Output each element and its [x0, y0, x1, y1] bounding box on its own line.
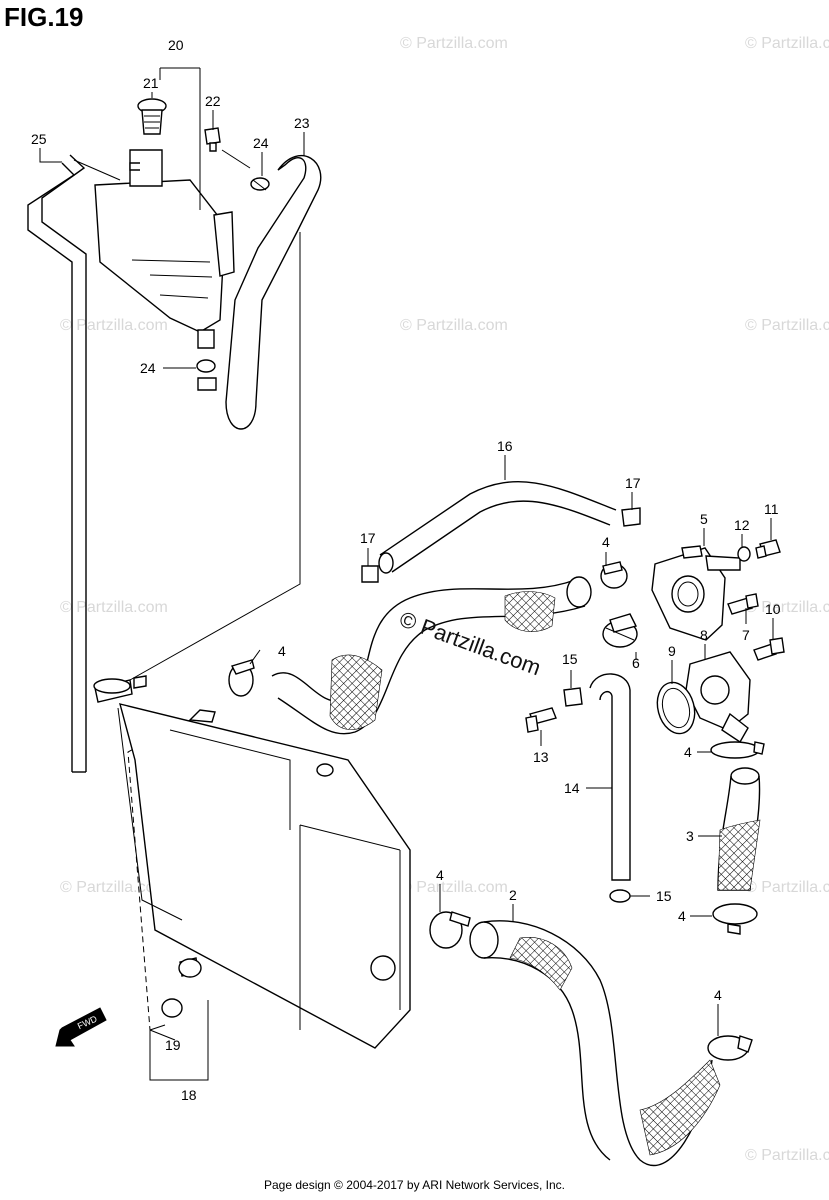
clamp-4-d	[712, 903, 758, 935]
clamp-24-upper	[250, 177, 270, 191]
reservoir-hose-23	[225, 154, 322, 430]
callout-2: 2	[509, 887, 517, 903]
callout-16: 16	[497, 438, 513, 454]
callout-4-lower: 4	[714, 987, 722, 1003]
o-ring-9	[656, 681, 696, 735]
fwd-arrow-icon: FWD	[55, 1007, 107, 1047]
thermostat-housing	[685, 651, 751, 743]
callout-12: 12	[734, 517, 750, 533]
reservoir-cap	[137, 98, 167, 135]
clamp-4-e	[429, 911, 471, 949]
callout-8: 8	[700, 627, 708, 643]
thermostat-cover	[651, 545, 741, 641]
assembly-lines	[73, 67, 411, 1041]
callout-15-lower: 15	[656, 888, 672, 904]
callout-13: 13	[533, 749, 549, 765]
clamp-4-a	[228, 659, 255, 697]
callout-24-lower: 24	[140, 360, 156, 376]
radiator	[93, 675, 411, 1049]
callout-leaders	[39, 92, 774, 1036]
clamp-4-c	[710, 741, 765, 759]
fitting-13	[525, 707, 557, 733]
watermark-text: © Partzilla.com	[400, 35, 508, 52]
page-footer: Page design © 2004-2017 by ARI Network S…	[263, 1178, 565, 1192]
callout-18: 18	[181, 1087, 197, 1103]
thermostat	[602, 613, 638, 648]
watermark-layer: © Partzilla.com © Partzilla.com © Partzi…	[60, 35, 829, 1164]
callout-11: 11	[764, 501, 779, 517]
hose-3	[717, 767, 761, 891]
upper-radiator-hose	[271, 576, 592, 735]
watermark-text: © Partzilla.com	[745, 599, 829, 616]
overflow-hose-25	[27, 154, 87, 773]
callout-4-radiator: 4	[436, 867, 444, 883]
clamp-17-right	[621, 507, 641, 527]
callout-17-right: 17	[625, 475, 641, 491]
callout-4-lower-hose3: 4	[678, 908, 686, 924]
callout-10: 10	[765, 601, 781, 617]
callout-6: 6	[632, 655, 640, 671]
reservoir-tank	[94, 149, 235, 349]
bolt-11	[755, 539, 781, 559]
watermark-text: © Partzilla.com	[400, 879, 508, 896]
clamp-4-b	[600, 561, 628, 589]
callout-15-upper: 15	[562, 651, 578, 667]
clamp-24-lower	[196, 359, 217, 391]
callout-22: 22	[205, 93, 221, 109]
watermark-text: © Partzilla.com	[400, 317, 508, 334]
callout-3: 3	[686, 828, 694, 844]
callout-21: 21	[143, 75, 159, 91]
callout-17-left: 17	[360, 530, 376, 546]
lower-radiator-hose	[469, 920, 721, 1167]
hose-16	[378, 481, 617, 574]
bolt-10	[753, 637, 785, 661]
clamp-17-left	[361, 565, 379, 583]
watermark-text: © Partzilla.com	[745, 317, 829, 334]
watermark-text: © Partzilla.com	[60, 317, 168, 334]
callout-4-left: 4	[278, 643, 286, 659]
callout-14: 14	[564, 780, 580, 796]
watermark-text: © Partzilla.com	[60, 599, 168, 616]
callout-23: 23	[294, 115, 310, 131]
clamp-15-lower	[609, 889, 631, 903]
callout-25: 25	[31, 131, 47, 147]
clamp-15-upper	[563, 687, 583, 707]
callout-20: 20	[168, 37, 184, 53]
callout-5: 5	[700, 511, 708, 527]
callout-labels: 20 21 22 23 24 25 24 16 17 17 5 12 11 4 …	[31, 37, 781, 1103]
bolt-22	[204, 127, 221, 152]
callout-19: 19	[165, 1037, 181, 1053]
watermark-text: © Partzilla.com	[745, 1147, 829, 1164]
gasket-12	[737, 546, 751, 562]
callout-9: 9	[668, 643, 676, 659]
callout-24-upper: 24	[253, 135, 269, 151]
callout-7: 7	[742, 627, 750, 643]
callout-4-upper-hose3: 4	[684, 744, 692, 760]
callout-4-thermostat: 4	[602, 534, 610, 550]
watermark-text: © Partzilla.com	[745, 35, 829, 52]
hose-14	[589, 673, 631, 881]
bolt-7	[727, 593, 759, 615]
clamp-4-f	[707, 1035, 753, 1061]
figure-title: FIG.19	[4, 2, 84, 32]
drain-bolt-assembly	[149, 957, 209, 1081]
watermark-text: © Partzilla.com	[745, 879, 829, 896]
